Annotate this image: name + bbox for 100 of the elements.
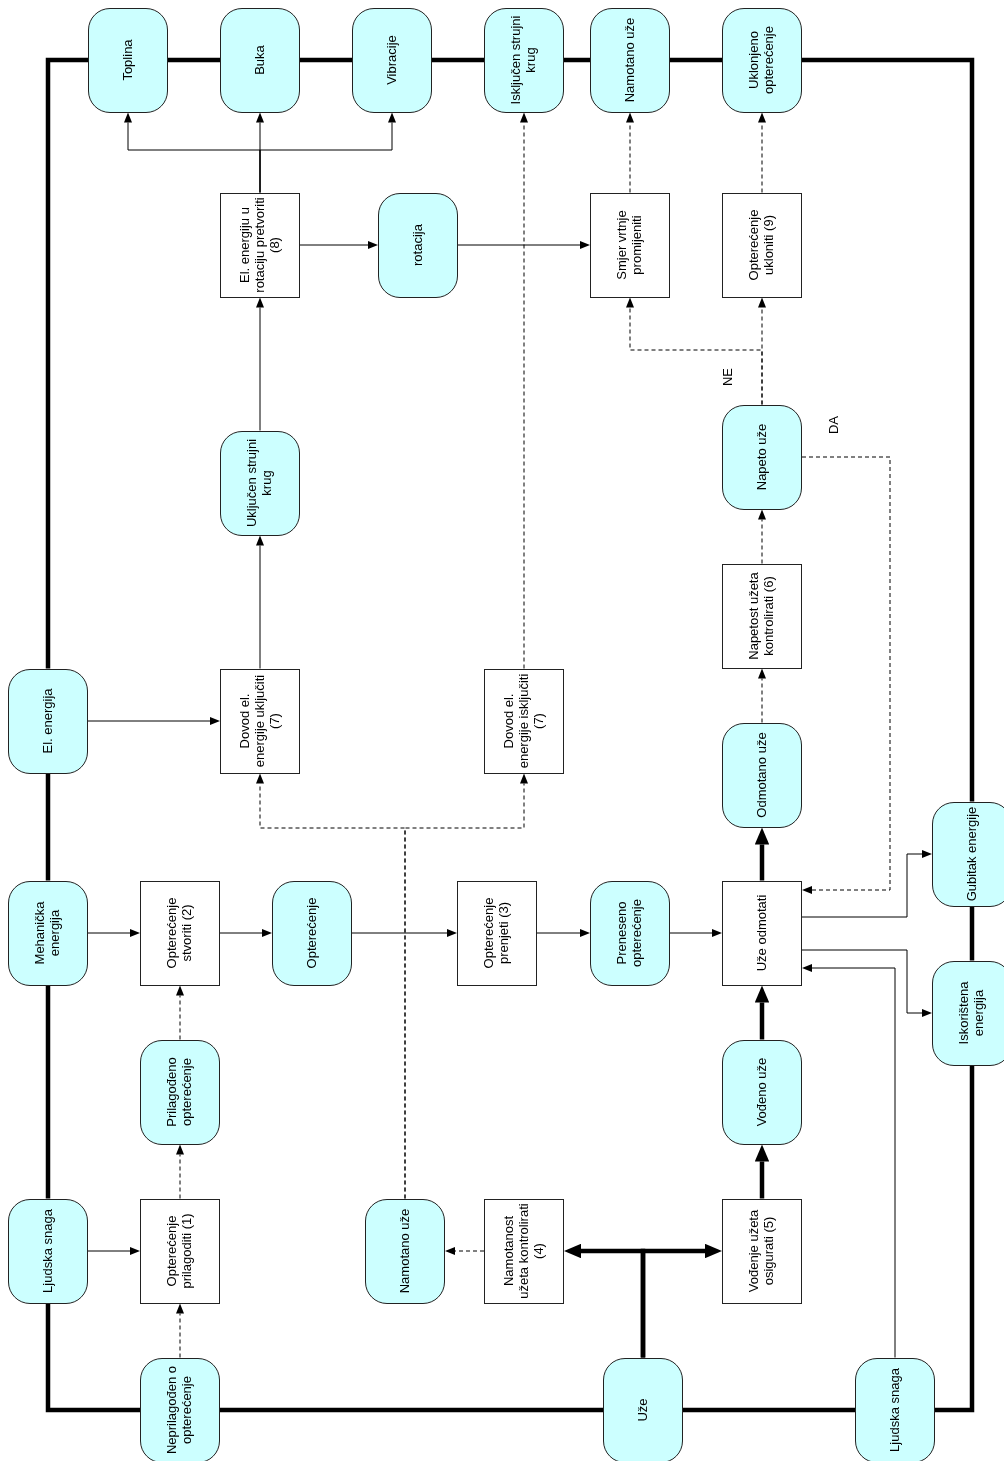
node-label: Vođeno uže: [754, 1056, 770, 1129]
arrow: [801, 850, 930, 918]
arrow: [176, 1146, 184, 1199]
arrow: [626, 299, 763, 405]
node-label: Namotano uže: [622, 16, 638, 105]
arrow: [404, 775, 528, 1199]
arrow: [758, 670, 766, 723]
process-box: [722, 880, 802, 986]
arrow: [626, 114, 634, 193]
arrow: [801, 456, 891, 894]
node-label: Smjer vrtnje promijeniti: [615, 209, 645, 282]
state-box: [220, 7, 300, 113]
boundary-line: [935, 1065, 975, 1413]
process-box: [220, 668, 300, 774]
boundary-line: [683, 1407, 855, 1413]
node-label: Isključen strujni krug: [509, 14, 539, 107]
node-label: Opterećenje ukloniti (9): [747, 208, 777, 283]
boundary-line: [432, 57, 484, 63]
node-label: Vođenje užeta osigurati (5): [747, 1208, 777, 1295]
arrow: [259, 114, 396, 193]
arrow: [256, 537, 264, 669]
node-label: Opterećenje prenjeti (3): [482, 896, 512, 971]
node-label: Opterećenje prilagoditi (1): [165, 1212, 195, 1291]
node-label: Ljudska snaga: [40, 1208, 56, 1295]
state-box: [352, 7, 432, 113]
boundary-line: [300, 57, 352, 63]
node-label: Opterećenje stvoriti (2): [165, 896, 195, 971]
boundary-line: [564, 57, 590, 63]
state-box: [220, 430, 300, 536]
node-label: Vibracije: [384, 34, 400, 87]
arrow: [176, 1305, 184, 1358]
arrow: [457, 241, 588, 249]
arrow: [176, 987, 184, 1040]
arrow: [299, 241, 376, 249]
state-box: [88, 7, 168, 113]
boundary-line: [45, 1303, 140, 1413]
state-box: [140, 1039, 220, 1145]
process-box: [140, 1198, 220, 1304]
node-label: Buka: [252, 44, 268, 77]
node-label: Iskorištena energija: [957, 980, 987, 1047]
state-box: [722, 7, 802, 113]
state-box: [722, 722, 802, 828]
process-box: [722, 192, 802, 298]
state-box: [590, 7, 670, 113]
arrow: [447, 1247, 485, 1255]
arrow: [520, 114, 528, 669]
arrow: [256, 299, 264, 431]
node-label: Dovod el. energije uključiti (7): [237, 673, 283, 770]
boundary-line: [670, 57, 722, 63]
boundary-line: [802, 57, 975, 802]
state-box: [8, 668, 88, 774]
arrow: [754, 988, 770, 1040]
state-box: [722, 1039, 802, 1145]
arrow: [87, 929, 138, 937]
node-label: Neprilagođen o opterećenje: [165, 1364, 195, 1457]
arrow: [758, 114, 766, 193]
node-label: Namotanost užeta kontrolirati (4): [501, 1202, 547, 1300]
boundary-line: [45, 985, 51, 1199]
arrow: [640, 1243, 720, 1358]
node-label: Dovod el. energije isključiti (7): [501, 672, 547, 770]
process-box: [220, 192, 300, 298]
arrow: [87, 1247, 138, 1255]
node-label: Preneseno opterećenje: [615, 898, 645, 969]
arrow: [754, 830, 770, 881]
boundary-line: [969, 906, 975, 961]
node-label: Napetost užeta kontrolirati (6): [747, 571, 777, 662]
arrow: [804, 964, 896, 1358]
state-box: [484, 7, 564, 113]
boundary-line: [45, 773, 51, 881]
state-box: [8, 1198, 88, 1304]
state-box: [378, 192, 458, 298]
process-box: [722, 1198, 802, 1304]
arrow: [754, 1147, 770, 1199]
boundary-line: [45, 57, 88, 669]
node-label: Mehanička energija: [33, 900, 63, 967]
node-label: El. energiju u rotaciju pretvoriti (8): [237, 196, 283, 294]
arrow: [758, 511, 766, 564]
arrow: [669, 929, 720, 937]
arrow: [536, 929, 588, 937]
node-label: Gubitak energije: [964, 805, 980, 903]
state-box: [140, 1357, 220, 1461]
arrow: [351, 929, 455, 937]
state-box: [8, 880, 88, 986]
node-label: Toplina: [120, 38, 136, 83]
state-box: [272, 880, 352, 986]
node-label: El. energija: [40, 687, 56, 756]
state-box: [603, 1357, 683, 1461]
node-label: Namotano uže: [397, 1207, 413, 1296]
state-box: [932, 960, 1004, 1066]
boundary-line: [168, 57, 220, 63]
node-label: rotacija: [410, 223, 426, 268]
node-label: Napeto uže: [754, 422, 770, 493]
node-label: Prilagođeno opterećenje: [165, 1056, 195, 1129]
state-box: [590, 880, 670, 986]
process-box: [140, 880, 220, 986]
node-label: Ljudska snaga: [887, 1367, 903, 1454]
process-box: [722, 563, 802, 669]
process-box: [484, 1198, 564, 1304]
state-box: [855, 1357, 935, 1461]
process-box: [590, 192, 670, 298]
